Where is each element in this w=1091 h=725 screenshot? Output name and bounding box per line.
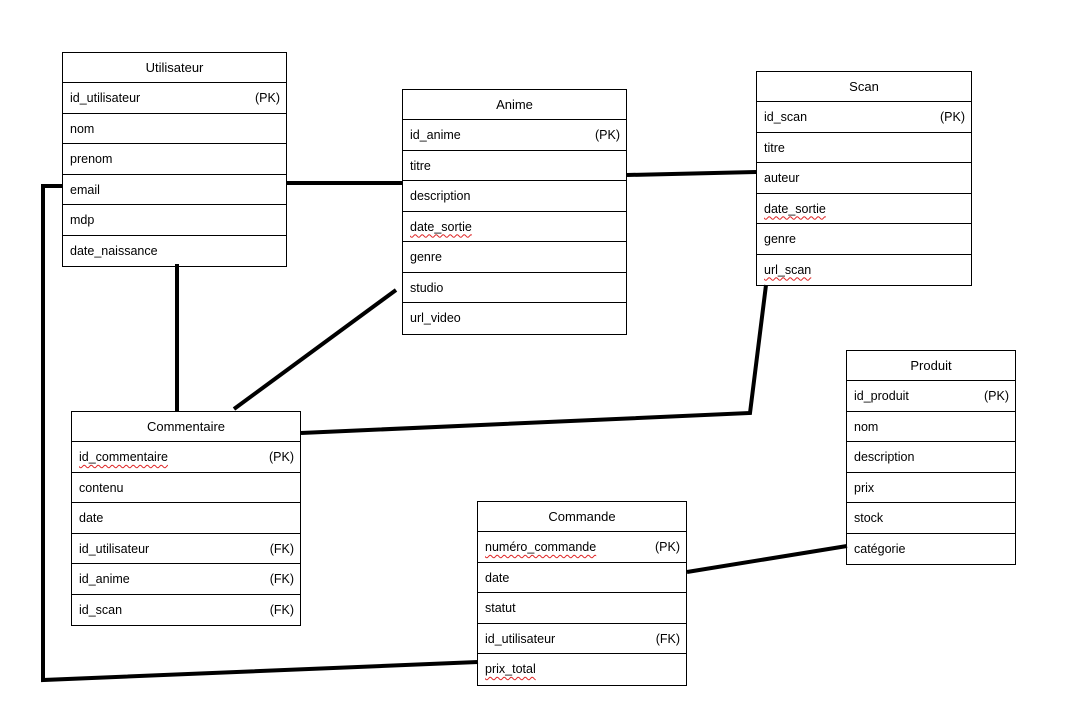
field-name: contenu [79, 480, 124, 495]
field-row: id_commentaire (PK) [72, 442, 300, 473]
entity-utilisateur: Utilisateur id_utilisateur (PK) nom preno… [62, 52, 287, 267]
field-name: catégorie [854, 541, 906, 556]
field-name: nom [854, 419, 879, 434]
field-name: date_sortie [410, 219, 472, 234]
entity-anime: Anime id_anime (PK) titre description dat… [402, 89, 627, 335]
field-row: genre [403, 242, 626, 273]
field-key: (FK) [269, 572, 294, 586]
entity-commentaire: Commentaire id_commentaire (PK) contenu d… [71, 411, 301, 626]
field-row: id_anime (PK) [403, 120, 626, 151]
field-name: id_commentaire [79, 450, 168, 464]
field-name: date [485, 570, 510, 585]
field-row: contenu [72, 473, 300, 503]
field-row: date_sortie [757, 194, 971, 224]
entity-title: Produit [847, 351, 1015, 381]
field-row: description [403, 181, 626, 212]
field-row: date_sortie [403, 212, 626, 242]
field-row: id_scan (PK) [757, 102, 971, 133]
field-name: id_anime [79, 572, 130, 586]
field-name: id_scan [764, 110, 808, 124]
field-name: titre [410, 158, 431, 173]
field-name: date [79, 511, 104, 525]
field-name: genre [410, 250, 442, 264]
entity-title: Scan [757, 72, 971, 102]
field-name: id_utilisateur [485, 631, 556, 646]
entity-produit: Produit id_produit (PK) nom description p… [846, 350, 1016, 565]
field-key: (PK) [984, 389, 1009, 403]
field-name: mdp [70, 213, 95, 227]
entity-title: Utilisateur [63, 53, 286, 83]
field-row: titre [403, 151, 626, 181]
field-name: genre [764, 232, 796, 246]
entity-title: Commentaire [72, 412, 300, 442]
field-key: (PK) [940, 110, 965, 124]
field-row: prix_total [478, 654, 686, 685]
field-name: description [854, 450, 915, 464]
field-row: studio [403, 273, 626, 303]
field-name: studio [410, 280, 444, 295]
field-key: (PK) [255, 91, 280, 105]
field-name: id_scan [79, 602, 123, 617]
entity-commande: Commande numéro_commande (PK) date statut… [477, 501, 687, 686]
field-row: titre [757, 133, 971, 163]
field-key: (PK) [595, 128, 620, 142]
field-name: prenom [70, 152, 113, 166]
field-name: id_utilisateur [70, 91, 141, 105]
field-row: date [478, 563, 686, 593]
field-row: prix [847, 473, 1015, 503]
connector-anime-scan [626, 170, 757, 177]
field-row: id_utilisateur (FK) [72, 534, 300, 564]
field-name: id_utilisateur [79, 541, 150, 556]
field-name: prix [854, 480, 875, 495]
field-key: (FK) [269, 541, 294, 556]
field-row: nom [63, 114, 286, 144]
field-name: id_produit [854, 389, 909, 403]
field-name: prix_total [485, 662, 536, 676]
field-name: email [70, 182, 100, 197]
field-name: nom [70, 121, 95, 136]
field-name: titre [764, 140, 785, 155]
field-name: description [410, 189, 471, 203]
field-row: id_utilisateur (PK) [63, 83, 286, 114]
field-name: stock [854, 511, 884, 525]
field-key: (FK) [655, 631, 680, 646]
field-row: date [72, 503, 300, 534]
field-row: stock [847, 503, 1015, 534]
connector-commande-produit [686, 544, 848, 574]
field-row: nom [847, 412, 1015, 442]
field-name: date_naissance [70, 243, 158, 258]
field-row: genre [757, 224, 971, 255]
field-row: id_utilisateur (FK) [478, 624, 686, 654]
field-name: statut [485, 601, 516, 615]
field-name: date_sortie [764, 201, 826, 216]
field-row: prenom [63, 144, 286, 175]
field-row: url_scan [757, 255, 971, 286]
connector-anime-commentaire [232, 288, 398, 411]
field-name: url_video [410, 311, 461, 325]
field-row: email [63, 175, 286, 205]
field-key: (FK) [269, 602, 294, 617]
field-row: id_anime (FK) [72, 564, 300, 595]
field-row: date_naissance [63, 236, 286, 267]
field-row: statut [478, 593, 686, 624]
field-row: mdp [63, 205, 286, 236]
field-name: auteur [764, 171, 800, 185]
field-row: auteur [757, 163, 971, 194]
field-row: numéro_commande (PK) [478, 532, 686, 563]
entity-scan: Scan id_scan (PK) titre auteur date_sorti… [756, 71, 972, 286]
field-name: numéro_commande [485, 540, 597, 554]
field-row: id_produit (PK) [847, 381, 1015, 412]
field-key: (PK) [655, 540, 680, 554]
field-key: (PK) [269, 450, 294, 464]
entity-title: Commande [478, 502, 686, 532]
entity-title: Anime [403, 90, 626, 120]
field-row: url_video [403, 303, 626, 334]
field-row: catégorie [847, 534, 1015, 565]
field-name: url_scan [764, 262, 812, 277]
field-row: description [847, 442, 1015, 473]
field-name: id_anime [410, 128, 461, 142]
field-row: id_scan (FK) [72, 595, 300, 626]
